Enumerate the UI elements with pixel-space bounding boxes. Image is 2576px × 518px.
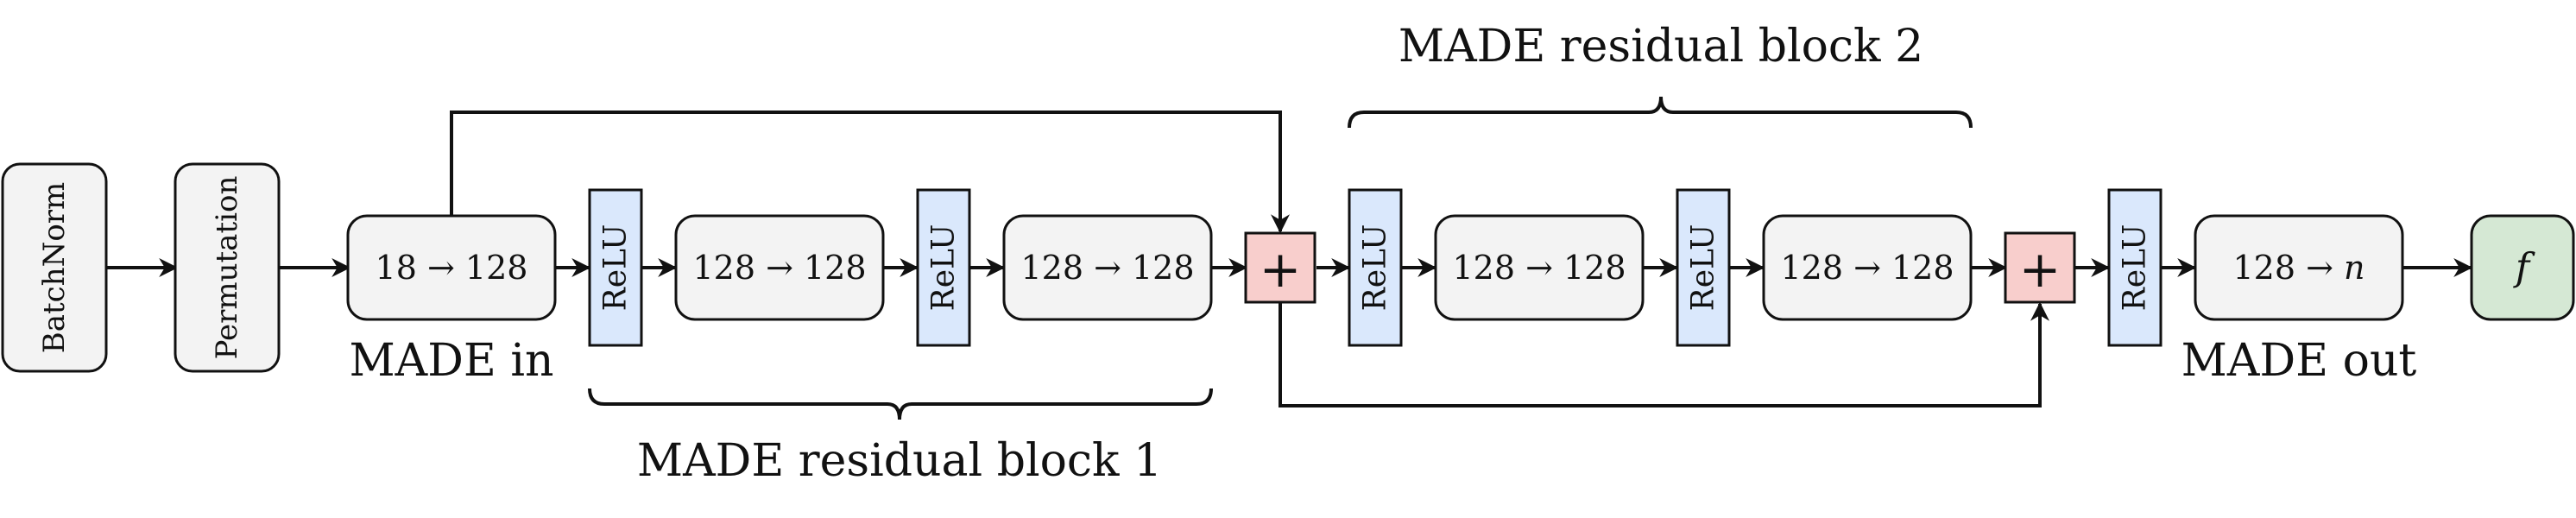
linear-label-block2-b: 128 → 128 [1780, 249, 1954, 287]
linear-label-block2-a: 128 → 128 [1452, 249, 1626, 287]
nodes [1, 162, 2575, 373]
linear-label-made-out-prefix: 128 → [2232, 249, 2344, 287]
linear-label-made-out: 128 → n [2232, 249, 2364, 287]
made-in-label: MADE in [349, 335, 553, 387]
permutation-box [174, 162, 281, 373]
block1-label: MADE residual block 1 [637, 435, 1162, 487]
linear-label-block1-b: 128 → 128 [1020, 249, 1194, 287]
relu-label-2: ReLU [926, 224, 962, 312]
linear-box-made-in [346, 214, 557, 321]
relu-label-5: ReLU [2118, 224, 2153, 312]
relu-label-3: ReLU [1358, 224, 1393, 312]
add-node-2 [2004, 231, 2076, 304]
output-f-box [2470, 214, 2575, 321]
add-node-1 [1244, 231, 1316, 304]
batchnorm-box [1, 162, 108, 373]
add-label-2: + [2019, 240, 2061, 299]
relu-label-4: ReLU [1686, 224, 1721, 312]
add-label-1: + [1260, 240, 1302, 299]
linear-box-made-out [2194, 214, 2404, 321]
relu-label-1: ReLU [598, 224, 634, 312]
relu-box-3 [1348, 188, 1403, 347]
linear-label-block1-a: 128 → 128 [692, 249, 866, 287]
node-labels: BatchNorm Permutation 18 → 128 128 → 128… [37, 176, 2535, 360]
annotation-labels: MADE in MADE out MADE residual block 1 M… [349, 21, 2416, 487]
relu-box-5 [2107, 188, 2162, 347]
made-out-label: MADE out [2181, 335, 2417, 387]
relu-box-2 [916, 188, 971, 347]
linear-box-block2-a [1434, 214, 1645, 321]
batchnorm-label: BatchNorm [37, 182, 72, 354]
brace-block-2 [1348, 96, 1973, 129]
connectors [106, 96, 2473, 420]
skip-connection-2 [1279, 301, 2049, 407]
relu-box-4 [1676, 188, 1731, 347]
block2-label: MADE residual block 2 [1398, 21, 1923, 73]
linear-label-made-in: 18 → 128 [376, 249, 528, 287]
linear-label-made-out-var: n [2344, 249, 2364, 287]
linear-box-block1-b [1002, 214, 1213, 321]
relu-box-1 [588, 188, 643, 347]
linear-box-block1-a [674, 214, 885, 321]
skip-connection-1 [450, 111, 1290, 234]
linear-box-block2-b [1762, 214, 1973, 321]
permutation-label: Permutation [210, 176, 244, 360]
brace-block-1 [588, 388, 1213, 420]
